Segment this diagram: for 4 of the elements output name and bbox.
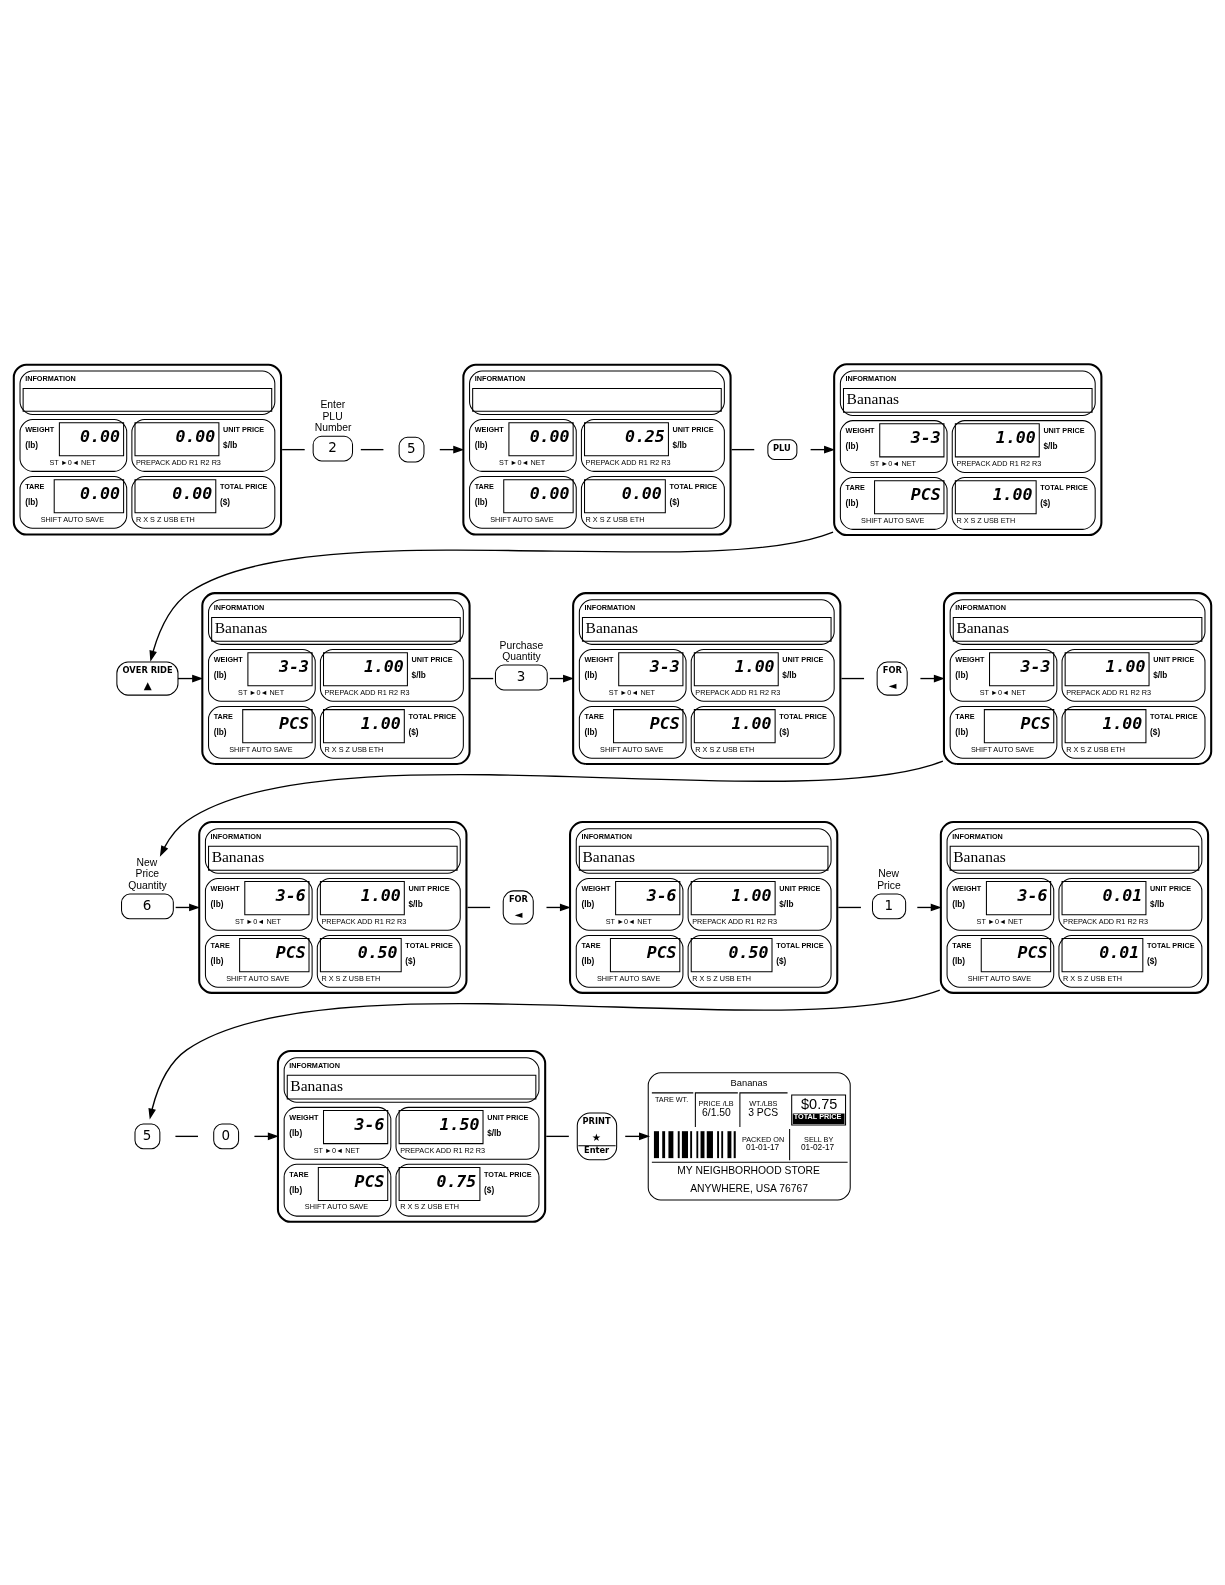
node-label: New Price (877, 867, 901, 891)
node-label: Enter PLU Number (314, 398, 352, 433)
node-label: New Price Quantity (128, 856, 167, 891)
node-label: Purchase Quantity (499, 639, 544, 662)
